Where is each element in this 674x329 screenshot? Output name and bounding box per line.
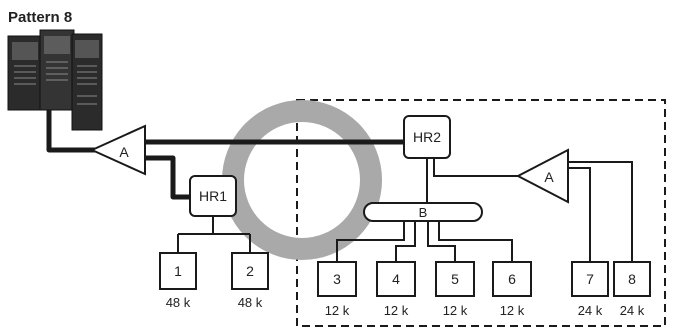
pattern-title: Pattern 8: [8, 9, 72, 26]
unit-1-capacity: 48 k: [166, 295, 191, 310]
hr1-pipes: [177, 216, 251, 253]
outdoor-unit-icon: [7, 29, 103, 131]
unit-4: 4 12 k: [376, 261, 416, 318]
unit-6-capacity: 12 k: [500, 303, 525, 318]
header-b-pipes: [336, 221, 513, 262]
unit-4-capacity: 12 k: [384, 303, 409, 318]
unit-2-number: 2: [246, 263, 254, 279]
unit-6: 6 12 k: [492, 261, 532, 318]
hr2-label: HR2: [413, 129, 441, 145]
unit-7: 7 24 k: [571, 261, 609, 318]
unit-7-number: 7: [586, 271, 594, 287]
hr2-pipes: [426, 158, 633, 262]
unit-5: 5 12 k: [435, 261, 475, 318]
branch-a-right: [515, 148, 569, 204]
unit-3: 3 12 k: [317, 261, 357, 318]
unit-2-capacity: 48 k: [238, 295, 263, 310]
header-b-label: B: [419, 205, 428, 220]
unit-8-capacity: 24 k: [620, 303, 645, 318]
dashed-zone: [296, 99, 666, 327]
unit-2: 2 48 k: [231, 252, 269, 310]
branch-a-right-label: A: [544, 169, 554, 185]
branch-a-left: [89, 124, 146, 176]
unit-8: 8 24 k: [613, 261, 651, 318]
header-b: [363, 202, 483, 222]
unit-4-number: 4: [392, 271, 400, 287]
unit-1-number: 1: [174, 263, 182, 279]
hr1-label: HR1: [199, 188, 227, 204]
unit-3-number: 3: [333, 271, 341, 287]
unit-1: 1 48 k: [159, 252, 197, 310]
main-pipe: [46, 110, 404, 200]
unit-3-capacity: 12 k: [325, 303, 350, 318]
unit-5-capacity: 12 k: [443, 303, 468, 318]
branch-a-left-label: A: [119, 144, 129, 160]
unit-5-number: 5: [451, 271, 459, 287]
unit-6-number: 6: [508, 271, 516, 287]
unit-8-number: 8: [628, 271, 636, 287]
unit-7-capacity: 24 k: [578, 303, 603, 318]
highlight-ring: [222, 100, 382, 260]
